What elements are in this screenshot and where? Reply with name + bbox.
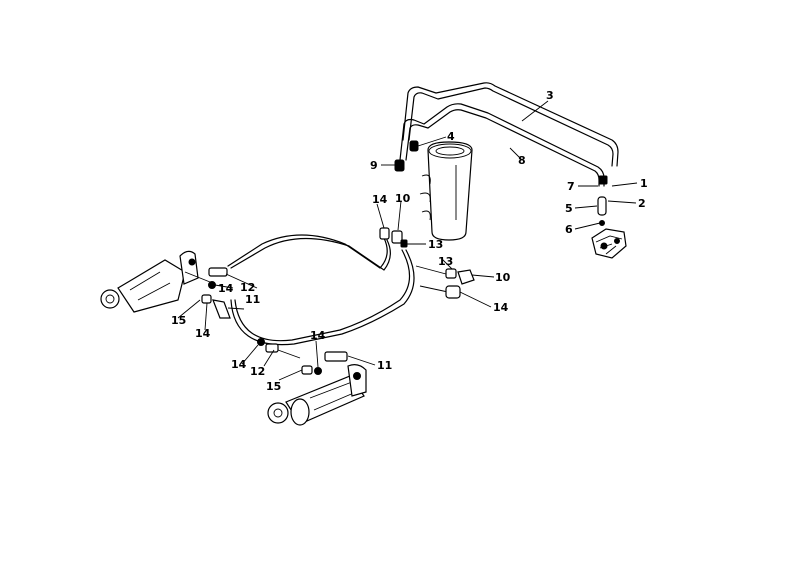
callout-1: 1 — [640, 177, 648, 190]
callout-10-right: 10 — [495, 271, 511, 284]
pipe-8 — [399, 103, 605, 187]
callout-14-left: 14 — [218, 282, 234, 295]
callout-14-left-lower: 14 — [195, 327, 211, 340]
callout-13-lower: 13 — [438, 255, 453, 268]
cylinder-lower — [267, 364, 367, 426]
callout-15-left: 15 — [171, 314, 186, 327]
reservoir — [419, 141, 473, 241]
callout-15-bottom: 15 — [266, 380, 281, 393]
callout-14-right: 14 — [493, 301, 509, 314]
callout-4: 4 — [447, 130, 455, 143]
callout-7: 7 — [567, 180, 575, 193]
callout-14-bottom: 14 — [310, 329, 326, 342]
callout-6: 6 — [565, 223, 573, 236]
hose-fittings-center — [379, 227, 475, 299]
fitting-9 — [394, 159, 405, 172]
pipe-3 — [402, 82, 619, 167]
callout-labels: 1 2 3 4 5 6 7 8 9 10 10 11 11 12 12 13 1… — [171, 89, 648, 393]
cylinder-upper-left — [100, 250, 211, 313]
callout-13-upper: 13 — [428, 238, 443, 251]
callout-3: 3 — [546, 89, 554, 102]
callout-8: 8 — [518, 154, 526, 167]
callout-11-upper: 11 — [245, 293, 260, 306]
callout-10-upper: 10 — [395, 192, 411, 205]
fitting-4 — [409, 140, 419, 152]
flexible-hoses — [227, 234, 415, 346]
callout-14-top: 14 — [372, 193, 388, 206]
callout-11-lower: 11 — [377, 359, 392, 372]
control-valve — [591, 175, 627, 259]
cylinder-lower-fittings — [257, 338, 348, 375]
callout-2: 2 — [638, 197, 646, 210]
callout-12-upper: 12 — [240, 281, 255, 294]
cylinder-upper-left-fittings — [201, 267, 231, 319]
callout-9: 9 — [370, 159, 378, 172]
leader-lines — [177, 100, 638, 381]
callout-5: 5 — [565, 202, 573, 215]
callout-12-lower: 12 — [250, 365, 265, 378]
callout-14-bottom-left: 14 — [231, 358, 247, 371]
